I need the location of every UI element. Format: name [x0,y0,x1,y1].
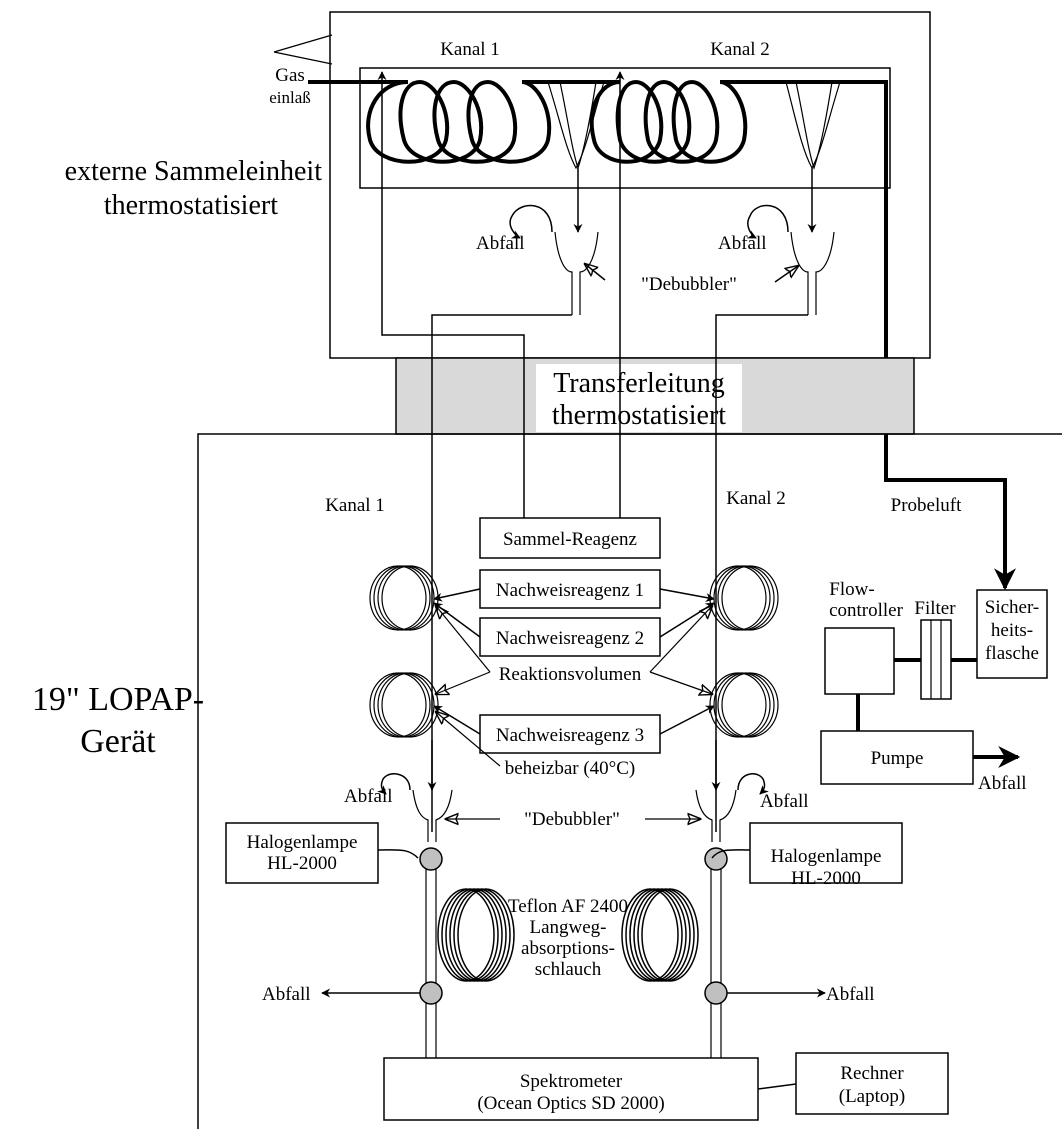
label-abfall-top-right: Abfall [718,233,767,254]
box-spektrometer-text-2: (Ocean Optics SD 2000) [477,1093,664,1114]
longpath-coils [437,888,699,982]
label-abfall-mid-right: Abfall [760,791,809,812]
box-sicher-text-1: Sicher- [985,597,1040,618]
label-transfer-2: thermostatisiert [552,400,726,431]
label-teflon-1: Teflon AF 2400 [508,896,628,917]
box-sammel-text: Sammel-Reagenz [503,529,637,550]
label-abfall-bottom-right: Abfall [826,984,875,1005]
label-kanal2-top: Kanal 2 [710,39,770,60]
label-flow-1: Flow- [829,579,874,600]
label-transfer-1: Transferleitung [553,368,725,399]
box-nachweis3 [479,714,661,754]
box-flowcontroller [824,627,895,695]
label-abfall-pump: Abfall [978,773,1027,794]
label-device-2: Gerät [80,723,156,760]
label-external-unit-1: externe Sammeleinheit [65,156,323,187]
box-rechner [795,1052,949,1115]
box-halogen-right-text-1: Halogenlampe [771,846,882,867]
label-abfall-top-left: Abfall [476,233,525,254]
box-pumpe-text: Pumpe [871,748,924,769]
label-debubbler-top: "Debubbler" [641,274,737,295]
label-kanal1: Kanal 1 [325,495,385,516]
absorption-cells [321,847,826,1058]
box-spektrometer-text-1: Spektrometer [520,1071,623,1092]
label-probeluft: Probeluft [891,495,962,516]
box-nachweis1-text: Nachweisreagenz 1 [496,580,644,601]
box-halogen-left-text-2: HL-2000 [267,853,337,874]
box-sammel-reagenz [479,517,661,559]
label-heated: beheizbar (40°C) [505,758,636,779]
label-teflon-4: schlauch [535,959,602,980]
box-halogen-right-text-2: HL-2000 [791,868,861,889]
box-sicher-text-2: heits- [991,620,1033,641]
label-kanal1-top: Kanal 1 [440,39,500,60]
label-kanal2: Kanal 2 [726,488,786,509]
box-rechner-text-1: Rechner [840,1063,904,1084]
label-filter: Filter [914,598,956,619]
label-device-1: 19" LOPAP- [32,681,204,718]
label-abfall-mid-left: Abfall [344,786,393,807]
box-halogen-left-text-1: Halogenlampe [247,832,358,853]
reagent-arrows [434,588,714,767]
box-filter [920,619,952,700]
box-sicher-text-3: flasche [985,643,1039,664]
box-sicherheitsflasche [976,589,1048,679]
box-halogen-right [749,822,903,884]
label-gas-inlet-1: Gas [275,65,305,86]
lopap-device-outline [197,433,1062,1129]
box-pumpe [820,730,974,785]
reaction-coils [369,565,779,738]
box-nachweis2-text: Nachweisreagenz 2 [496,628,644,649]
label-gas-inlet-2: einlaß [269,88,311,107]
box-halogen-left [225,822,379,884]
label-abfall-bottom-left: Abfall [262,984,311,1005]
label-flow-2: controller [829,600,904,621]
box-nachweis3-text: Nachweisreagenz 3 [496,725,644,746]
label-teflon-2: Langweg- [529,917,606,938]
label-teflon-3: absorptions- [521,938,615,959]
label-external-unit-2: thermostatisiert [104,190,278,221]
label-debubbler-bottom: "Debubbler" [524,809,620,830]
label-reaktionsvolumen: Reaktionsvolumen [499,664,642,685]
box-rechner-text-2: (Laptop) [839,1086,905,1107]
